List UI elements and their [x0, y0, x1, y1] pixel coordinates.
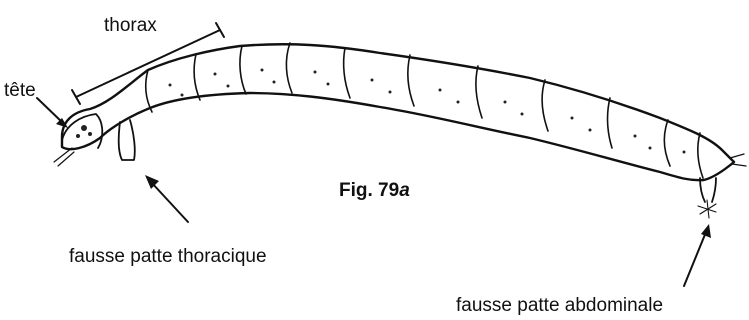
head-arrow — [37, 98, 68, 128]
thoracic-proleg-label: fausse patte thoracique — [69, 246, 267, 267]
abdominal-proleg — [698, 154, 746, 218]
figure-suffix: a — [399, 180, 410, 201]
abdominal-proleg-label: fausse patte abdominale — [456, 295, 663, 316]
thorax-label: thorax — [104, 15, 157, 36]
abdominal-proleg-arrow — [684, 224, 711, 286]
figure-caption: Fig. 79a — [339, 180, 410, 201]
thoracic-proleg — [119, 120, 135, 160]
thoracic-proleg-arrow — [145, 175, 188, 222]
head-label: tête — [4, 80, 36, 101]
body-segments — [146, 43, 703, 178]
figure-number: Fig. 79 — [339, 180, 399, 201]
